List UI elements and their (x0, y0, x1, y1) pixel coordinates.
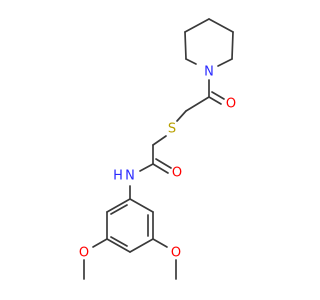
molecule-svg: N O S O N H O O (79, 18, 236, 280)
piperidine-ring (184, 18, 234, 67)
benzene-ring (106, 198, 154, 253)
bond (184, 31, 187, 60)
bond-s-ch2 (152, 135, 167, 146)
atom-n-piperidine: N (204, 65, 214, 80)
bond-carbonyl-ch2 (185, 96, 210, 112)
bond (208, 18, 234, 33)
bond (184, 18, 210, 33)
atom-o-amide: O (172, 166, 182, 181)
bond-ring-o-left (92, 238, 108, 248)
atom-h-amide: H (113, 169, 123, 184)
atom-n-amide: N (125, 169, 135, 184)
bond-ch2-s (176, 110, 187, 122)
amide-double-bond (152, 158, 172, 174)
bond-amide-c-n (139, 163, 154, 172)
ketone-double-bond (208, 91, 225, 105)
bond (185, 58, 197, 65)
molecule-structure-diagram: N O S O N H O O (79, 18, 236, 280)
bond (231, 31, 234, 60)
atom-o-ketone: O (226, 97, 236, 112)
atom-o-methoxy-left: O (79, 246, 89, 261)
bond (217, 58, 233, 67)
atom-s-thioether: S (168, 122, 176, 137)
bond-ring-o-right (152, 238, 168, 248)
atom-o-methoxy-right: O (171, 246, 181, 261)
